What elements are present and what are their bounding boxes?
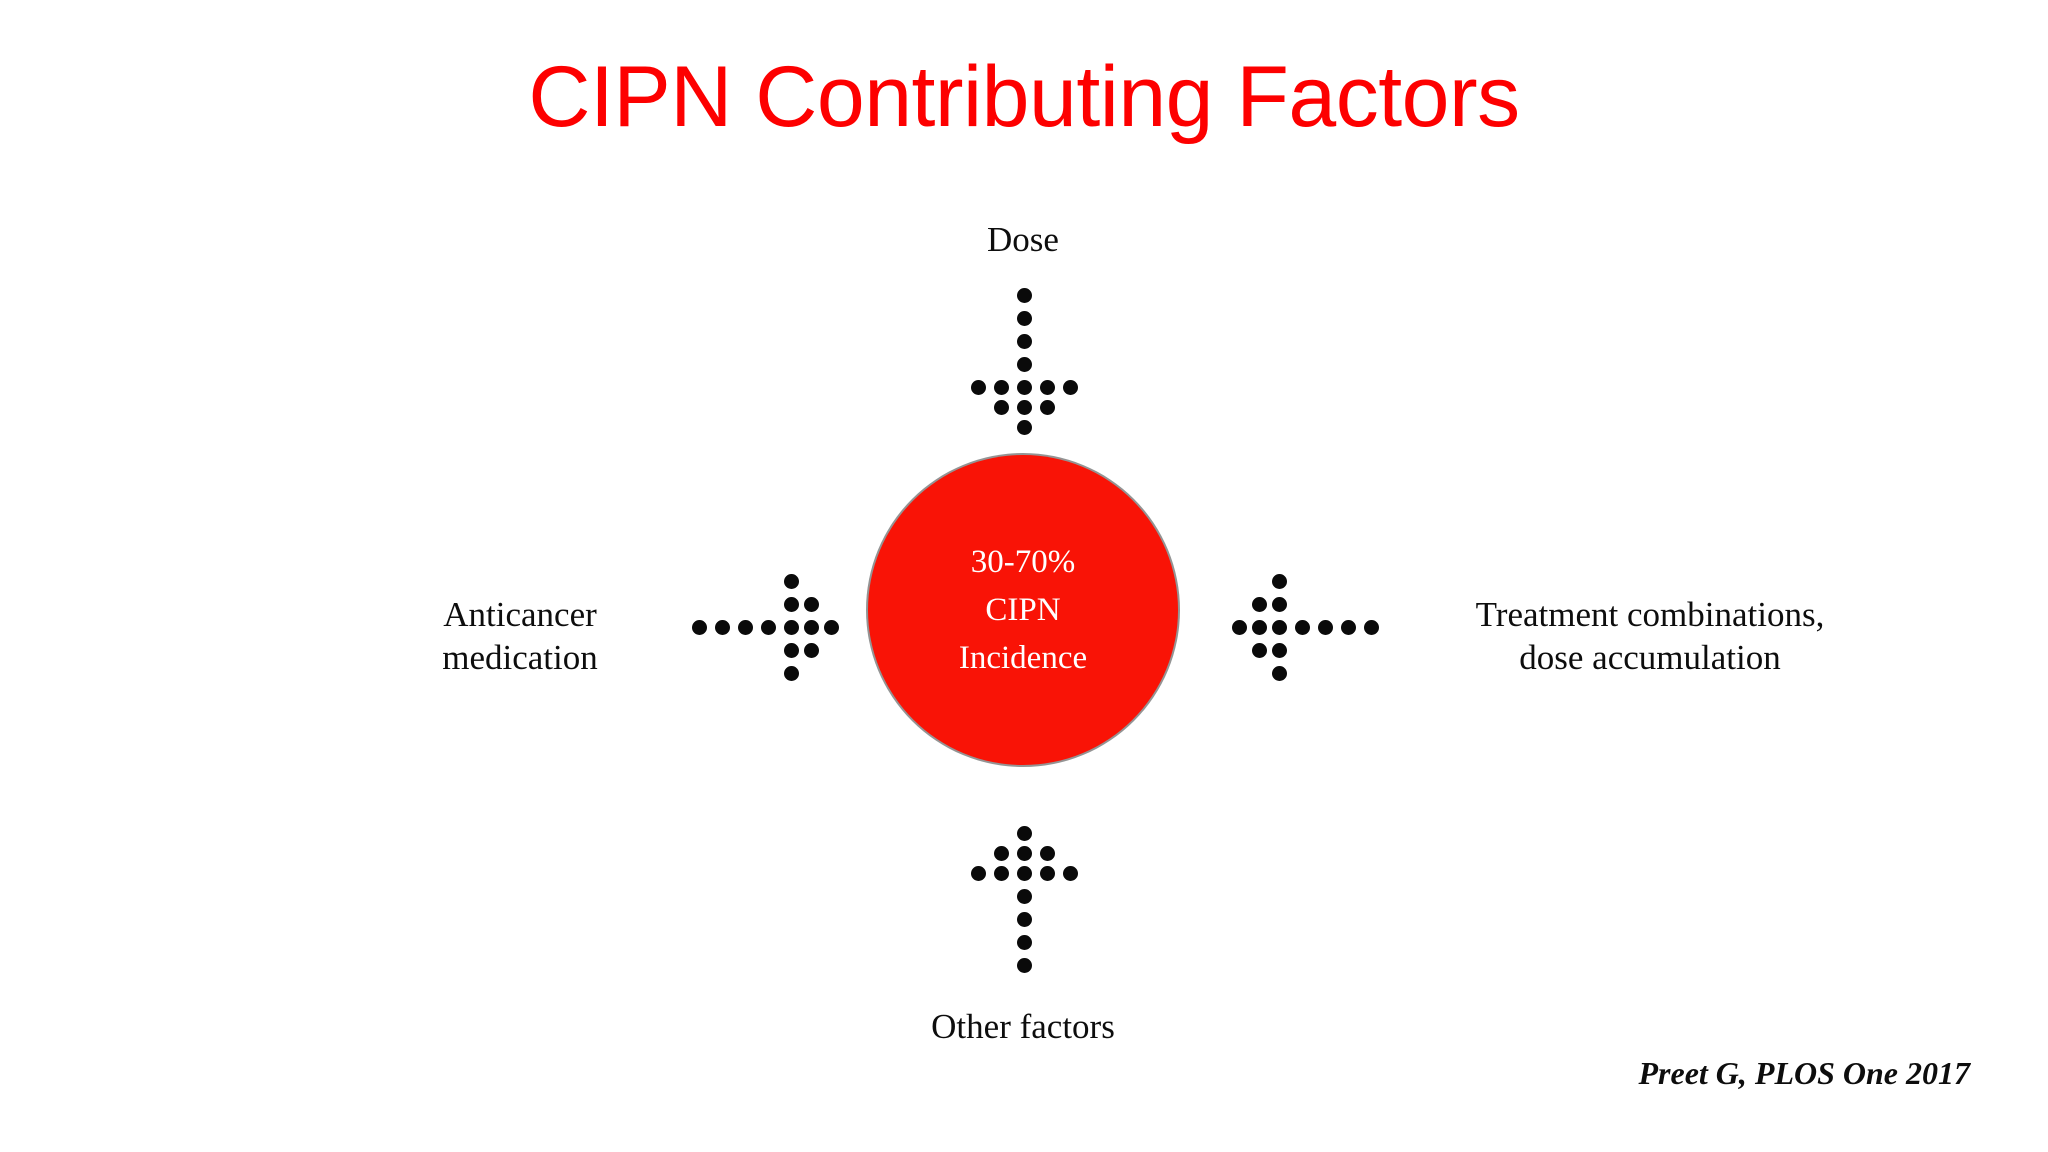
center-hub-line-2: CIPN bbox=[985, 592, 1061, 628]
factor-label-treatment-combinations: Treatment combinations, dose accumulatio… bbox=[1475, 595, 1825, 677]
page-title: CIPN Contributing Factors bbox=[528, 49, 1520, 145]
center-hub-line-3: Incidence bbox=[958, 640, 1088, 676]
factor-label-other-factors: Other factors bbox=[931, 1007, 1115, 1046]
factor-label-dose: Dose bbox=[987, 220, 1059, 259]
source-citation: Preet G, PLOS One 2017 bbox=[1638, 1055, 1970, 1091]
arrow-right-dotted-icon bbox=[692, 574, 839, 681]
arrow-up-dotted-icon bbox=[971, 826, 1078, 973]
arrow-down-dotted-icon bbox=[971, 288, 1078, 435]
center-hub-line-1: 30-70% bbox=[970, 544, 1076, 580]
factor-label-anticancer-medication: Anticancer medication bbox=[442, 595, 598, 677]
arrow-left-dotted-icon bbox=[1232, 574, 1379, 681]
center-hub-cipn-incidence: 30-70% CIPN Incidence bbox=[868, 455, 1178, 765]
